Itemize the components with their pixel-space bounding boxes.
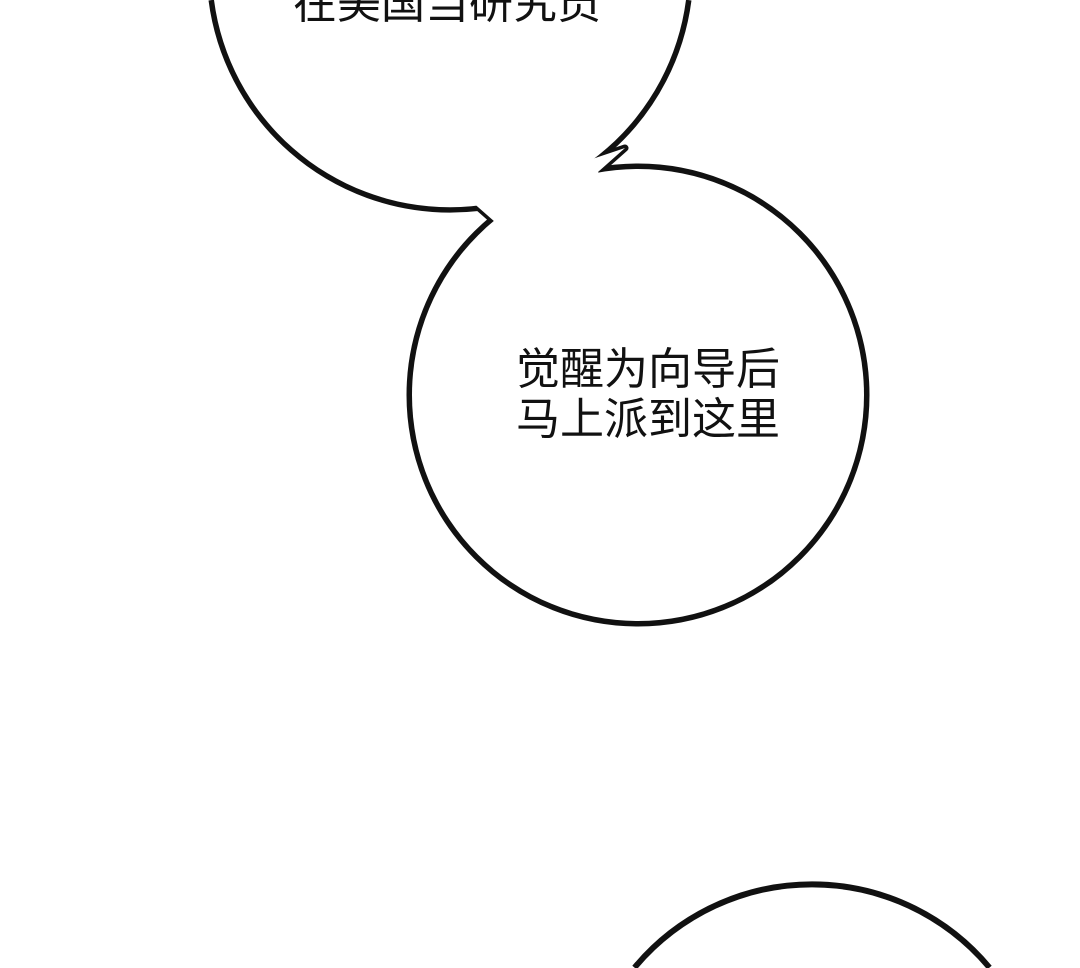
bubble-fills xyxy=(214,0,986,968)
bubble-middle-line-2: 马上派到这里 xyxy=(516,394,780,445)
bubble-middle-line-1: 觉醒为向导后 xyxy=(516,344,780,395)
bubble-top-text: 在美国当研究员 xyxy=(293,0,601,29)
speech-bubble-bottom xyxy=(632,881,992,968)
